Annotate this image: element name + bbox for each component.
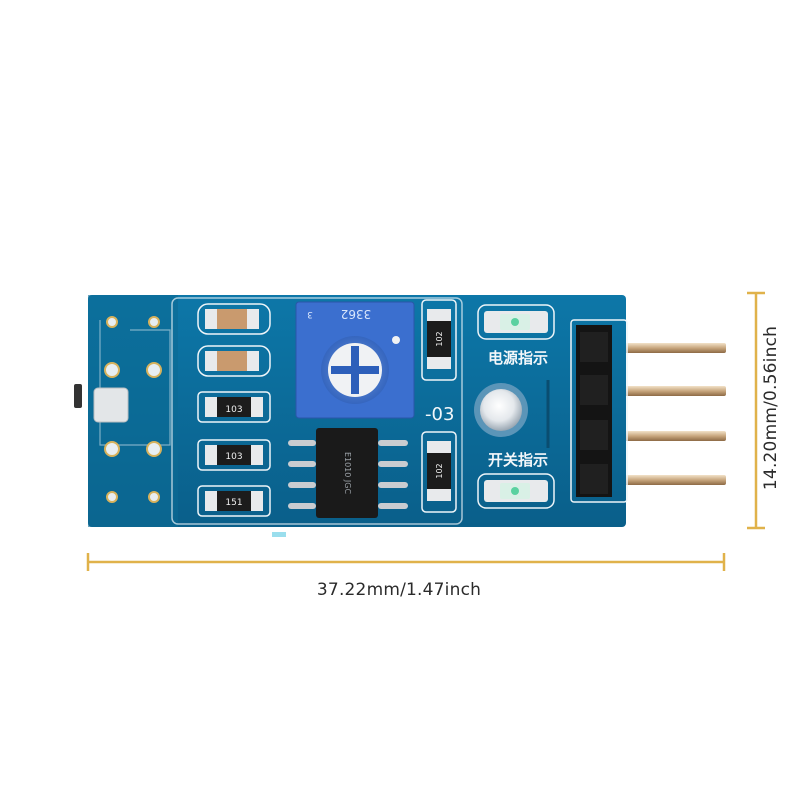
potentiometer-code: 3362 xyxy=(341,307,372,321)
chip-marking: E1010 JGC xyxy=(343,452,352,495)
power-indicator-led xyxy=(477,304,555,340)
switch-indicator-led xyxy=(477,473,555,509)
resistor-code: 103 xyxy=(225,452,242,462)
width-dimension-line xyxy=(86,553,726,571)
smd-resistor: 151 xyxy=(197,485,271,517)
header-pins xyxy=(600,343,726,485)
power-indicator-label: 电源指示 xyxy=(488,349,548,367)
through-holes xyxy=(104,316,162,503)
module-suffix: -03 xyxy=(425,404,454,425)
switch-indicator-label: 开关指示 xyxy=(488,451,548,469)
resistor-code: 102 xyxy=(435,331,444,346)
smd-capacitor xyxy=(197,303,271,335)
pin-header xyxy=(570,319,628,503)
pcb-board: 103 103 151 3362 3 xyxy=(74,295,628,537)
trimmer-mark: 3 xyxy=(307,309,313,319)
resistor-code: 102 xyxy=(435,463,444,478)
resistor-code: 151 xyxy=(225,498,242,508)
smd-resistor: 102 xyxy=(421,299,457,381)
mounting-hole xyxy=(474,383,528,437)
width-dimension-text: 37.22mm/1.47inch xyxy=(316,580,482,600)
smd-resistor: 103 xyxy=(197,391,271,423)
smd-resistor: 102 xyxy=(421,431,457,513)
height-dimension-line xyxy=(747,291,765,530)
width-dimension-label: 37.22mm/1.47inch xyxy=(0,580,800,600)
smd-capacitor xyxy=(197,345,271,377)
potentiometer: 3362 3 xyxy=(295,301,415,419)
height-dimension-label: 14.20mm/0.56inch xyxy=(761,325,781,491)
smd-resistor: 103 xyxy=(197,439,271,471)
resistor-code: 103 xyxy=(225,405,242,415)
comparator-chip: E1010 JGC xyxy=(288,428,408,518)
